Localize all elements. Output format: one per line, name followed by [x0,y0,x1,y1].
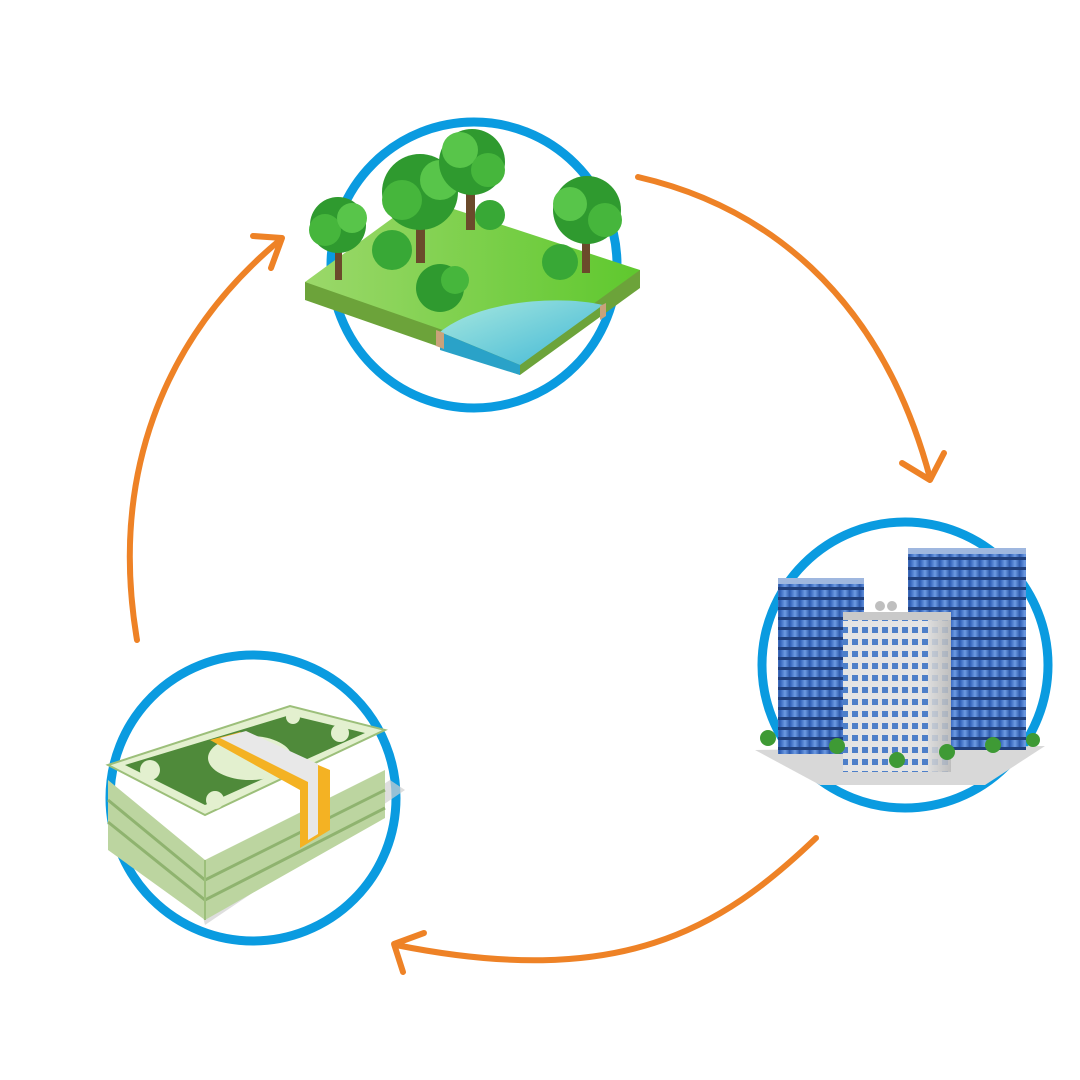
node-land [305,122,640,408]
arrow-buildings-to-money [394,838,816,972]
node-buildings [755,522,1048,808]
arrow-money-to-land [130,236,282,640]
arrow-land-to-buildings [638,177,944,480]
node-money [108,655,405,941]
